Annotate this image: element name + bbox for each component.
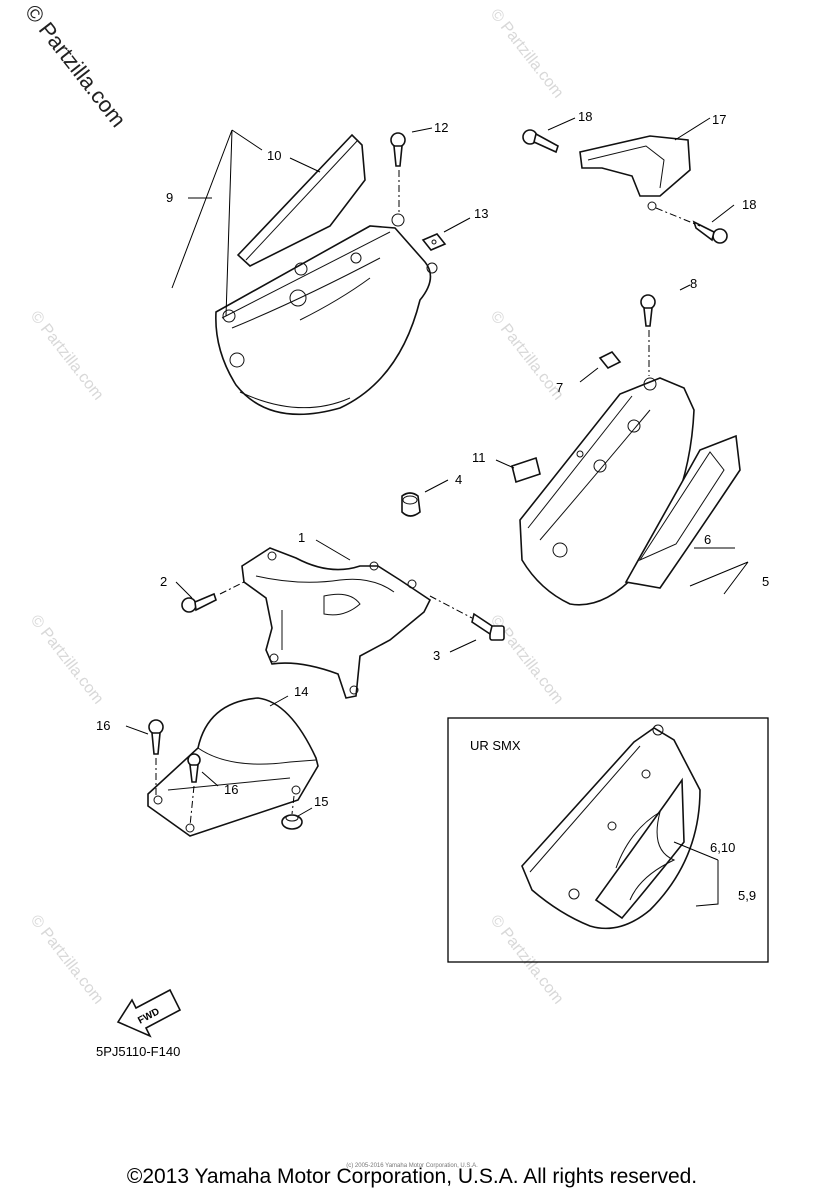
diagram-code: 5PJ5110-F140 [96, 1044, 180, 1059]
watermark: © Partzilla.com [27, 912, 107, 1007]
callout-label: 16 [96, 718, 110, 733]
callout-label: 16 [224, 782, 238, 797]
rear-grab-bar [579, 135, 691, 211]
callout-label: 13 [474, 206, 488, 221]
center-cover-bracket [241, 547, 432, 699]
left-side-cover [215, 213, 438, 416]
screw-16-center [187, 753, 201, 783]
copyright-notice: ©2013 Yamaha Motor Corporation, U.S.A. A… [126, 1165, 698, 1188]
callout-label: 6 [704, 532, 711, 547]
watermark: © Partzilla.com [487, 6, 567, 101]
inset-label-a: 6,10 [710, 840, 735, 855]
callout-labels: 1 2 3 4 5 6 7 8 9 10 11 12 13 14 15 16 1… [96, 109, 769, 1059]
clip-13 [421, 233, 447, 251]
fwd-arrow [116, 988, 182, 1038]
screw-2 [181, 592, 217, 613]
watermark-layer: © Partzilla.com © Partzilla.com © Partzi… [20, 0, 567, 1007]
small-copyright: (c) 2005-2016 Yamaha Motor Corporation, … [346, 1163, 478, 1169]
callout-label: 9 [166, 190, 173, 205]
callout-label: 11 [472, 450, 486, 465]
callout-label: 1 [298, 530, 305, 545]
screw-18-bottom [692, 220, 728, 244]
watermark: © Partzilla.com [487, 912, 567, 1007]
tail-cover [147, 697, 319, 837]
callout-label: 7 [556, 380, 563, 395]
screw-8 [640, 294, 656, 327]
watermark: © Partzilla.com [27, 612, 107, 707]
watermark: © Partzilla.com [487, 308, 567, 403]
clip-7 [598, 350, 622, 370]
inset-ur-smx [447, 717, 769, 963]
label-decal-11 [511, 456, 541, 484]
callout-label: 18 [578, 109, 592, 124]
callout-label: 3 [433, 648, 440, 663]
callout-label: 4 [455, 472, 462, 487]
grommet-4 [401, 492, 421, 517]
bolt-3 [471, 612, 505, 641]
watermark-main: © Partzilla.com [20, 0, 131, 132]
inset-title: UR SMX [470, 738, 521, 753]
callout-label: 2 [160, 574, 167, 589]
callout-label: 10 [267, 148, 281, 163]
callout-label: 12 [434, 120, 448, 135]
inset-label-b: 5,9 [738, 888, 756, 903]
callout-label: 18 [742, 197, 756, 212]
screw-16-left [148, 719, 164, 755]
right-cover-emblem [624, 434, 741, 589]
side-cover-emblem [236, 133, 366, 267]
callout-label: 17 [712, 112, 726, 127]
screw-12 [390, 132, 406, 167]
watermark: © Partzilla.com [27, 308, 107, 403]
callout-label: 8 [690, 276, 697, 291]
grommet-15 [281, 814, 303, 830]
callout-label: 15 [314, 794, 328, 809]
callout-label: 5 [762, 574, 769, 589]
screw-18-top [522, 129, 559, 154]
callout-label: 14 [294, 684, 308, 699]
